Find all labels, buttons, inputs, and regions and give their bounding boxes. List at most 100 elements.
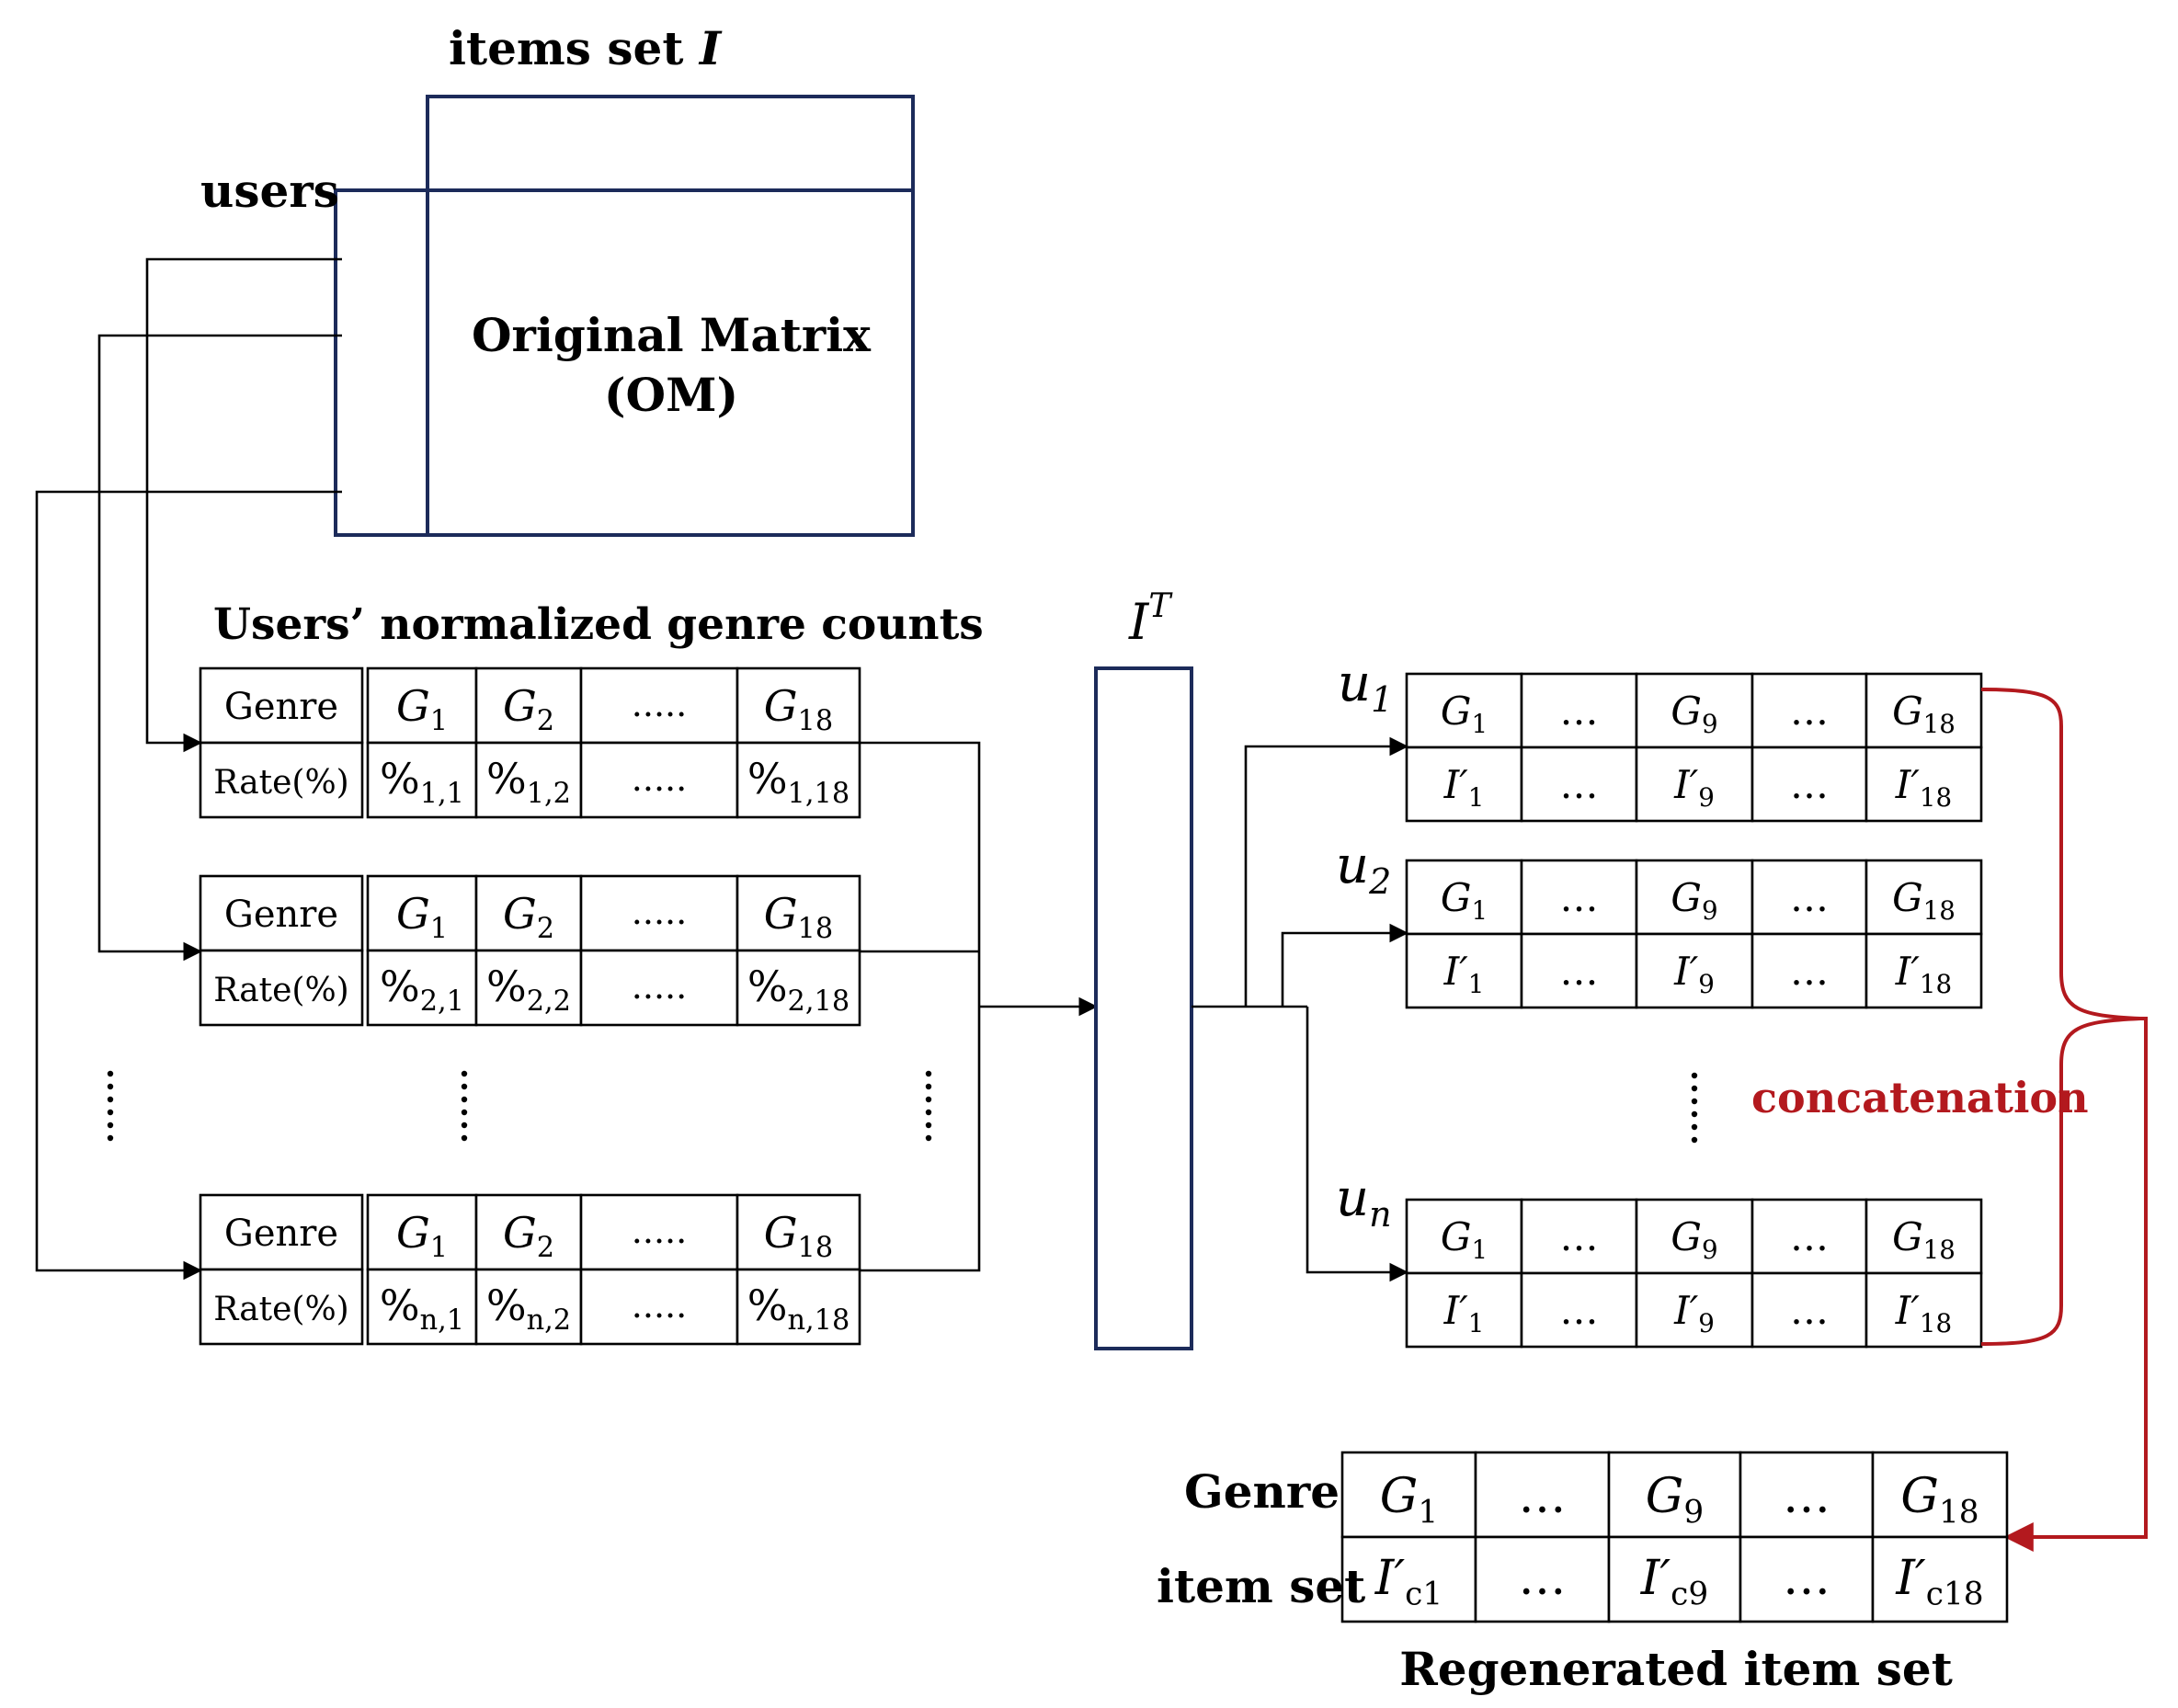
user-item-symbol: … bbox=[1790, 1288, 1829, 1333]
rate-value: %1,18 bbox=[747, 754, 850, 810]
user-item-cell bbox=[1405, 1271, 1523, 1349]
ellipsis-dot bbox=[107, 1070, 114, 1077]
user-item-symbol: I′9 bbox=[1673, 1288, 1715, 1338]
rate-row-label: Rate(%) bbox=[213, 1291, 348, 1328]
user-item-symbol: I′18 bbox=[1895, 762, 1952, 813]
user-item-symbol: … bbox=[1790, 762, 1829, 807]
user-item-cell bbox=[1405, 746, 1523, 823]
user-item-symbol: I′1 bbox=[1443, 949, 1485, 999]
user-item-symbol: I′18 bbox=[1895, 949, 1952, 999]
user-genre-symbol: G9 bbox=[1671, 1214, 1717, 1265]
regen-item-cell bbox=[1871, 1535, 2009, 1623]
genre-cell bbox=[366, 874, 478, 952]
genre-cell bbox=[366, 1193, 478, 1271]
genre-row-label: Genre bbox=[224, 1213, 338, 1255]
user-item-cell bbox=[1635, 932, 1754, 1009]
user-item-cell bbox=[1864, 1271, 1983, 1349]
rate-cell bbox=[736, 1268, 861, 1346]
user-genre-symbol: … bbox=[1790, 689, 1829, 734]
ellipsis-text: ..... bbox=[632, 892, 687, 932]
user-genre-cell bbox=[1405, 672, 1523, 749]
user-genre-cell bbox=[1520, 1198, 1638, 1275]
regen-item-cell bbox=[1607, 1535, 1742, 1623]
rate-value: %2,1 bbox=[380, 962, 464, 1018]
user-label: un bbox=[1336, 1168, 1392, 1235]
ellipsis-dot bbox=[461, 1109, 468, 1116]
rate-value: %n,2 bbox=[486, 1281, 571, 1337]
rate-value: %2,2 bbox=[486, 962, 571, 1018]
rate-row-label: Rate(%) bbox=[213, 972, 348, 1009]
normalized-table-2: GenreRate(%)G1%2,1G2%2,2..........G18%2,… bbox=[199, 874, 861, 1027]
genre-symbol: G1 bbox=[396, 681, 448, 737]
rate-cell bbox=[474, 1268, 583, 1346]
user-item-symbol: I′1 bbox=[1443, 1288, 1485, 1338]
user-item-cell bbox=[1864, 746, 1983, 823]
ellipsis-dot bbox=[925, 1083, 932, 1090]
genre-cell bbox=[579, 1193, 739, 1271]
user-genre-symbol: … bbox=[1560, 875, 1599, 920]
regen-genre-cell bbox=[1340, 1451, 1477, 1539]
regen-genre-symbol: G18 bbox=[1900, 1469, 1978, 1531]
genre-symbol: G18 bbox=[764, 681, 833, 737]
users-rect bbox=[334, 188, 915, 537]
user-genre-symbol: G9 bbox=[1671, 689, 1717, 739]
user-genre-cell bbox=[1405, 859, 1523, 936]
user-genre-cell bbox=[1750, 859, 1868, 936]
rate-cell bbox=[474, 949, 583, 1027]
ellipsis-text: ..... bbox=[632, 684, 687, 724]
ellipsis-dot bbox=[107, 1083, 114, 1090]
user-genre-symbol: G18 bbox=[1892, 875, 1956, 926]
ellipsis-text: ..... bbox=[632, 1211, 687, 1251]
user-genre-cell bbox=[1864, 859, 1983, 936]
regen-genre-label: Genre bbox=[1184, 1464, 1340, 1519]
rate-label-cell bbox=[199, 1268, 364, 1346]
user-genre-cell bbox=[1864, 672, 1983, 749]
regen-genre-cell bbox=[1739, 1451, 1875, 1539]
rate-cell bbox=[366, 949, 478, 1027]
user-genre-cell bbox=[1635, 859, 1754, 936]
user-item-symbol: I′9 bbox=[1673, 949, 1715, 999]
rate-label-cell bbox=[199, 741, 364, 819]
original-matrix: items set I users Original Matrix (OM) bbox=[200, 21, 915, 537]
genre-cell bbox=[579, 666, 739, 745]
regen-item-set-label: item set bbox=[1157, 1559, 1365, 1613]
genre-symbol: G2 bbox=[503, 1208, 554, 1264]
concatenation-label: concatenation bbox=[1751, 1073, 2089, 1122]
ellipsis-dot bbox=[461, 1134, 468, 1142]
genre-symbol: G2 bbox=[503, 681, 554, 737]
regen-genre-symbol: G1 bbox=[1380, 1469, 1438, 1531]
ellipsis-dot bbox=[107, 1109, 114, 1116]
regen-genre-symbol: … bbox=[1783, 1469, 1830, 1524]
user-genre-cell bbox=[1750, 1198, 1868, 1275]
user-item-cell bbox=[1635, 746, 1754, 823]
rate-label-cell bbox=[199, 949, 364, 1027]
rate-cell bbox=[579, 949, 739, 1027]
regen-item-symbol: … bbox=[1519, 1551, 1567, 1606]
user-genre-symbol: G9 bbox=[1671, 875, 1717, 926]
regen-genre-symbol: … bbox=[1519, 1469, 1567, 1524]
user-genre-symbol: … bbox=[1560, 1214, 1599, 1259]
user-item-cell bbox=[1520, 932, 1638, 1009]
user-item-cell bbox=[1864, 932, 1983, 1009]
normalized-title: Users’ normalized genre counts bbox=[213, 599, 984, 650]
transpose-label: IT bbox=[1128, 587, 1173, 651]
regen-item-cell bbox=[1739, 1535, 1875, 1623]
genre-row-label: Genre bbox=[224, 686, 338, 728]
rate-cell bbox=[736, 949, 861, 1027]
users-label: users bbox=[200, 164, 339, 218]
ellipsis-dot bbox=[925, 1096, 932, 1103]
regen-genre-cell bbox=[1474, 1451, 1611, 1539]
matrix-title-line1: Original Matrix bbox=[472, 308, 872, 362]
user-item-symbol: I′9 bbox=[1673, 762, 1715, 813]
regen-item-symbol: I′c18 bbox=[1895, 1551, 1983, 1612]
ellipsis-dot bbox=[461, 1083, 468, 1090]
ellipsis-dot bbox=[461, 1070, 468, 1077]
rate-value: %n,18 bbox=[747, 1281, 850, 1337]
ellipsis-dot bbox=[925, 1070, 932, 1077]
user-label: u1 bbox=[1338, 654, 1393, 720]
rate-cell bbox=[579, 1268, 739, 1346]
